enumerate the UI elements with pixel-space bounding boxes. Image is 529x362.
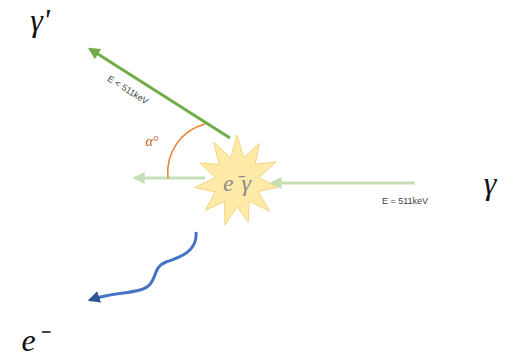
recoil-electron-path — [90, 232, 196, 300]
electron-symbol: e⁻ — [21, 317, 46, 360]
scattered-photon-arrow — [90, 49, 230, 138]
burst-shape — [194, 135, 277, 225]
node-text: e⁻γ — [223, 165, 251, 198]
original-direction-arrow — [135, 177, 205, 180]
energy-label: E = 511keV — [382, 196, 428, 206]
angle-arc — [168, 124, 205, 178]
incoming-photon-arrow — [272, 182, 415, 185]
angle-label: α° — [146, 134, 159, 150]
energy-label: E < 511keV — [106, 74, 150, 107]
incident-photon-symbol: γ — [484, 165, 497, 202]
scattered-photon-symbol: γ' — [30, 2, 49, 39]
collision-burst: e⁻γ — [193, 134, 281, 228]
